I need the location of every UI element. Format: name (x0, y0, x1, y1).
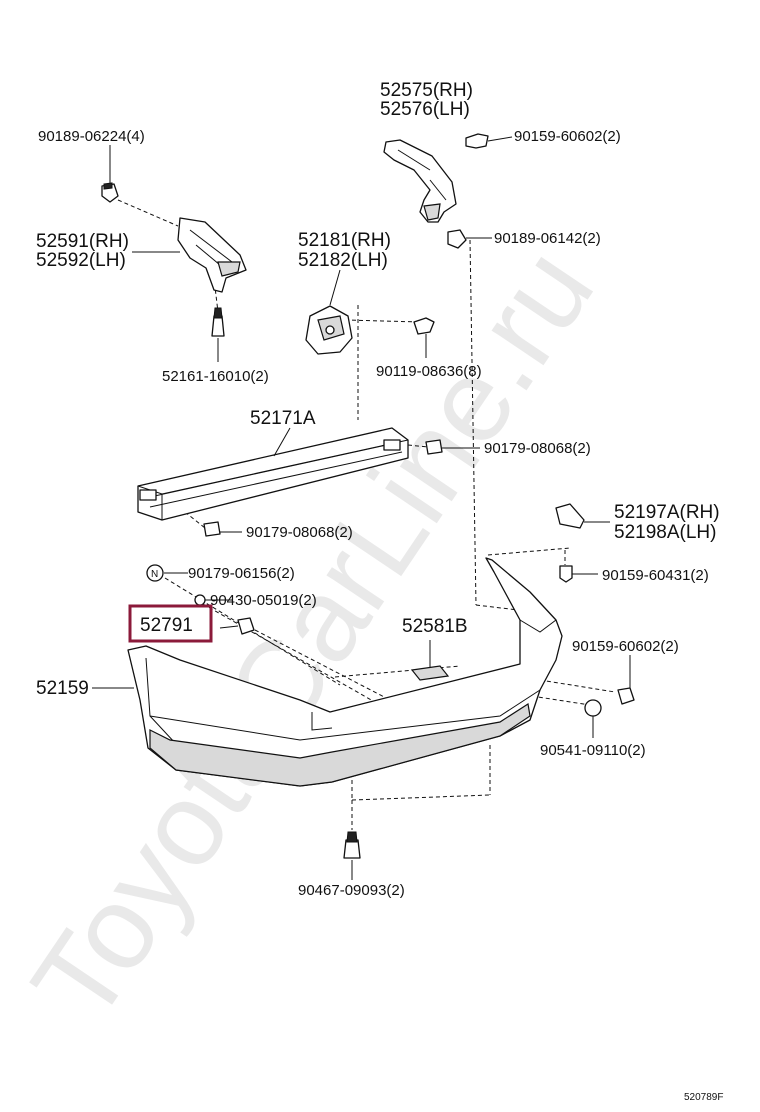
label-90179-08068-left[interactable]: 90179-08068(2) (246, 524, 353, 541)
nut-90179-08068-right[interactable] (425, 439, 443, 455)
n-marker: N (151, 569, 158, 580)
label-90467-09093[interactable]: 90467-09093(2) (298, 882, 405, 899)
label-52197A[interactable]: 52197A(RH) (614, 502, 720, 523)
side-bracket-52591[interactable] (177, 217, 247, 293)
side-retainer-52197A[interactable] (555, 503, 585, 529)
bolt-90119-08636[interactable] (413, 317, 435, 335)
pin-52161-16010[interactable] (211, 307, 225, 337)
label-52592[interactable]: 52592(LH) (36, 250, 126, 271)
label-52182[interactable]: 52182(LH) (298, 250, 388, 271)
washer-90430-05019[interactable] (194, 594, 206, 606)
leader-lines (92, 145, 631, 880)
clip-90189-06142[interactable] (447, 229, 467, 249)
label-90119-08636[interactable]: 90119-08636(8) (376, 363, 482, 380)
clip-90189-06224[interactable] (101, 182, 119, 203)
clip-90541-09110[interactable] (584, 699, 602, 717)
upper-retainer-52575[interactable] (383, 139, 457, 223)
screw-90159-60431[interactable] (559, 565, 598, 583)
label-90159-60602-bottom[interactable]: 90159-60602(2) (572, 638, 679, 655)
screw-90159-60602-top[interactable] (465, 133, 513, 149)
part-labels: 90189-06224(4) 52591(RH) 52592(LH) 52161… (36, 80, 723, 1103)
reinforcement-bracket-52181[interactable] (305, 305, 353, 355)
label-52181[interactable]: 52181(RH) (298, 230, 391, 251)
diagram-code: 520789F (684, 1092, 723, 1103)
label-90179-08068-right[interactable]: 90179-08068(2) (484, 440, 591, 457)
nut-90179-06156[interactable]: N (146, 564, 164, 582)
label-90179-06156[interactable]: 90179-06156(2) (188, 565, 295, 582)
bumper-reinforcement-52171A[interactable] (137, 427, 409, 521)
label-90189-06142[interactable]: 90189-06142(2) (494, 230, 601, 247)
label-52161-16010[interactable]: 52161-16010(2) (162, 368, 269, 385)
nut-90179-08068-left[interactable] (203, 521, 221, 537)
label-52791[interactable]: 52791 (140, 615, 193, 636)
label-90189-06224[interactable]: 90189-06224(4) (38, 128, 145, 145)
bumper-cover-52159[interactable] (127, 557, 563, 787)
clip-90467-09093[interactable] (343, 831, 361, 859)
label-52591[interactable]: 52591(RH) (36, 231, 129, 252)
label-52581B[interactable]: 52581B (402, 616, 468, 637)
highlight-box-52791 (128, 604, 213, 643)
screw-90159-60602-bottom[interactable] (617, 687, 635, 705)
label-90541-09110[interactable]: 90541-09110(2) (540, 742, 646, 759)
screw-52791[interactable] (219, 617, 255, 635)
label-52198A[interactable]: 52198A(LH) (614, 522, 716, 543)
label-90159-60431[interactable]: 90159-60431(2) (602, 567, 709, 584)
label-90430-05019[interactable]: 90430-05019(2) (210, 592, 317, 609)
label-52575[interactable]: 52575(RH) (380, 80, 473, 101)
label-52576[interactable]: 52576(LH) (380, 99, 470, 120)
label-52171A[interactable]: 52171A (250, 408, 316, 429)
label-90159-60602-top[interactable]: 90159-60602(2) (514, 128, 621, 145)
label-52159[interactable]: 52159 (36, 678, 89, 699)
